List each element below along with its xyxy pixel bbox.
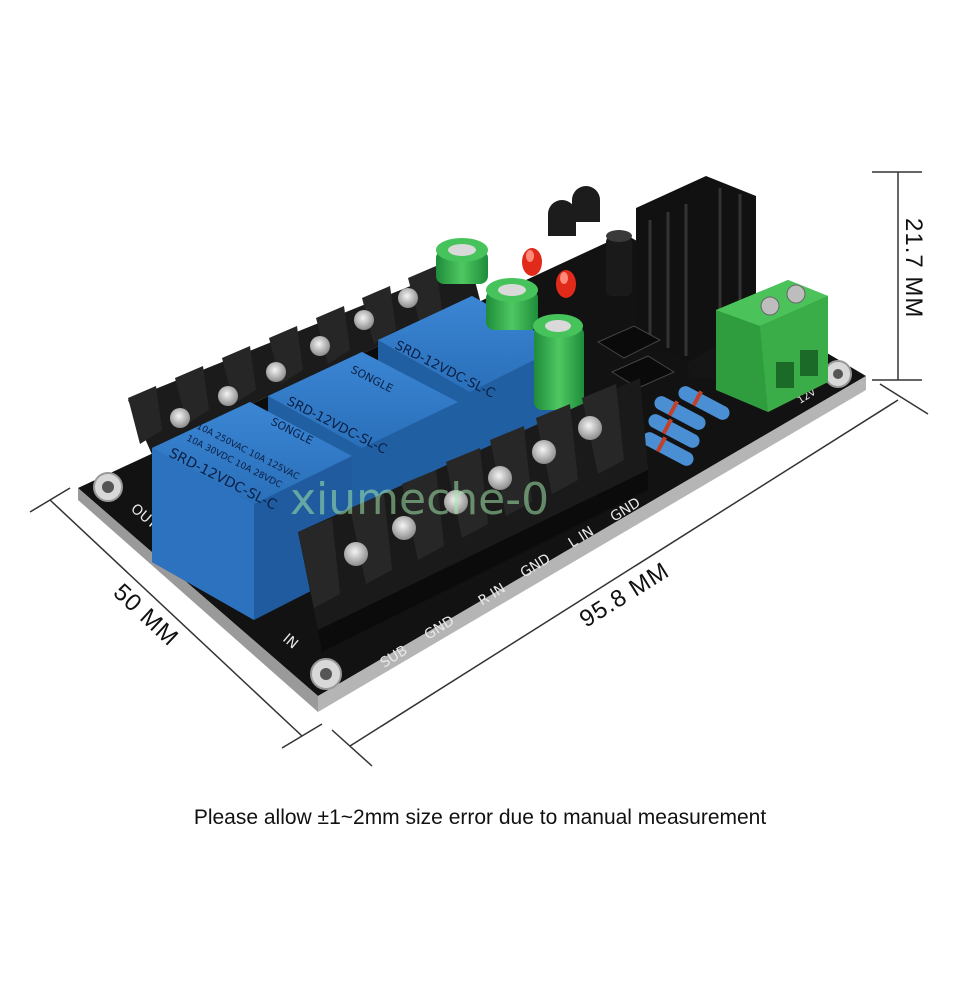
ics (596, 325, 676, 389)
dimension-height-label: 21.7 MM (900, 218, 927, 318)
dimension-height: 21.7 MM (872, 171, 927, 381)
measurement-caption: Please allow ±1~2mm size error due to ma… (193, 806, 767, 829)
resistors (642, 386, 730, 466)
mounting-holes (93, 360, 852, 690)
power-terminal (716, 280, 828, 412)
front-terminal-block (298, 378, 648, 652)
relay-1: SONGLE 10A 250VAC 10A 125VAC 10A 30VDC 1… (152, 402, 352, 620)
leds (522, 248, 576, 298)
transistors (548, 186, 600, 236)
watermark: xiumeche-0 (290, 474, 549, 525)
